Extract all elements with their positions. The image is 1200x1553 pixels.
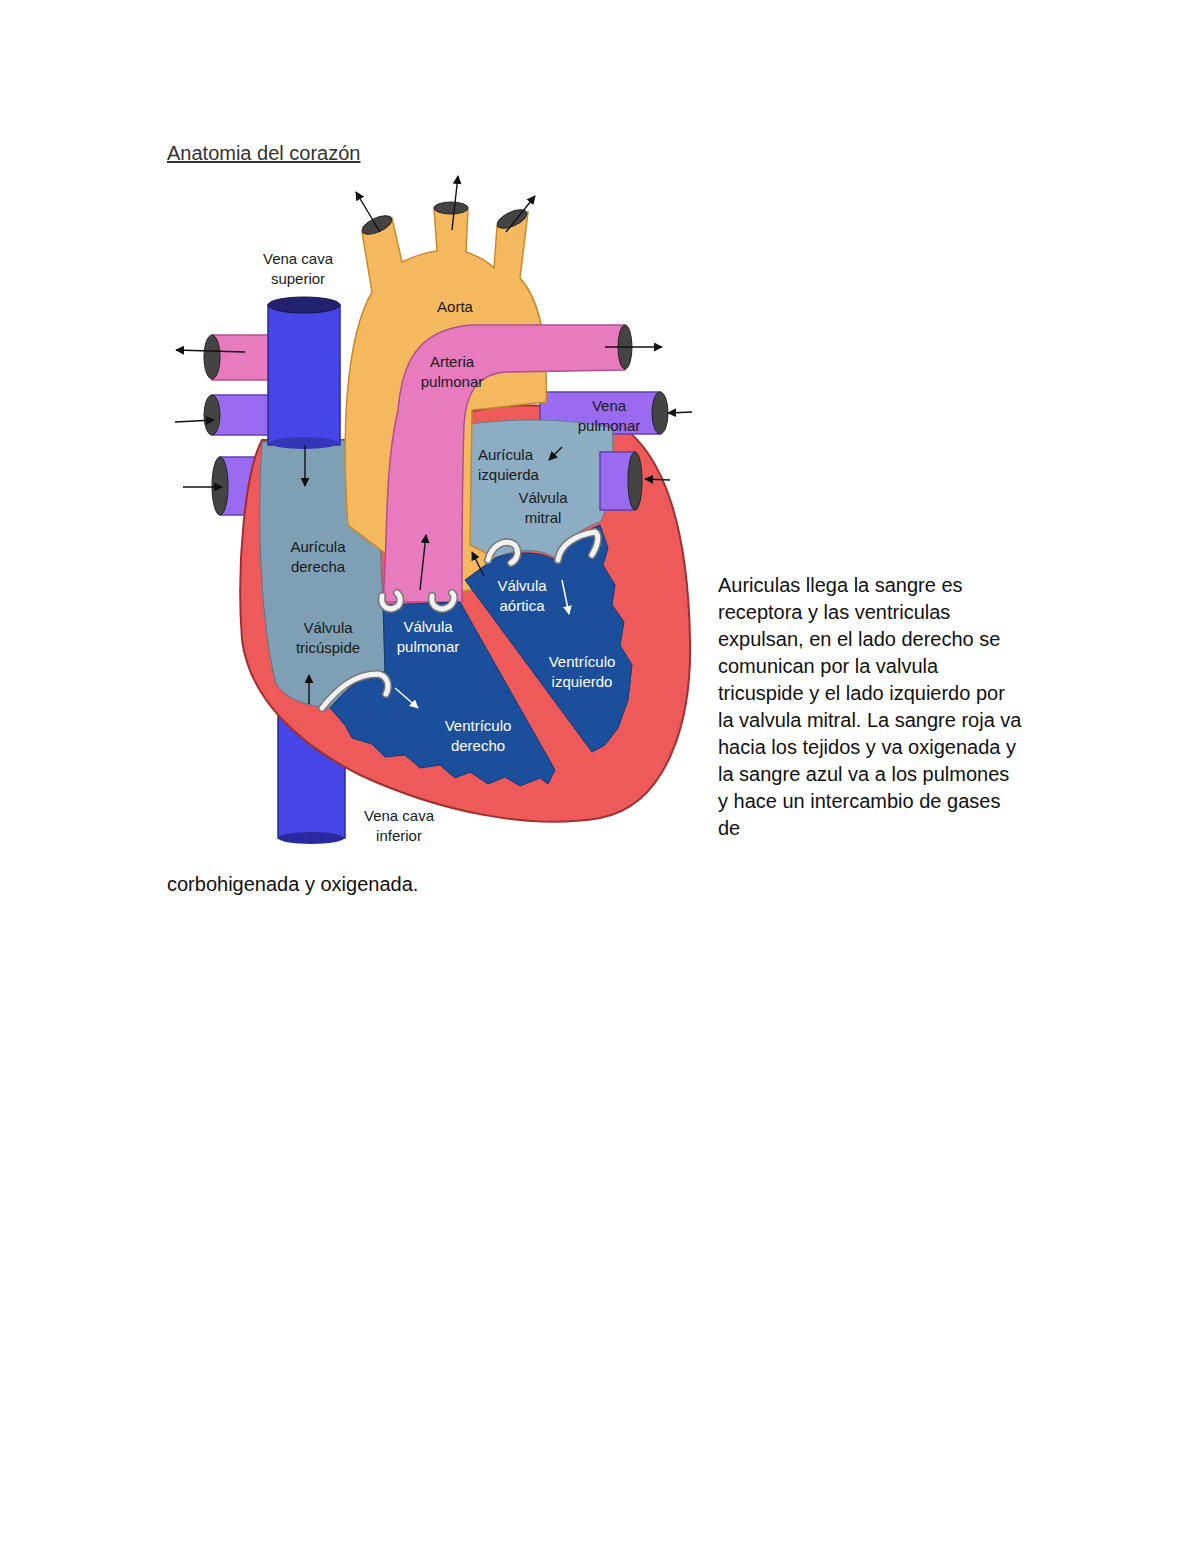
part-label: Ventrículo derecho xyxy=(436,716,520,756)
tricuspid-valve xyxy=(322,674,388,708)
vessel-cap xyxy=(204,335,220,379)
part-label: Válvula aórtica xyxy=(487,576,557,616)
right-ventricle xyxy=(330,602,555,786)
part-label: Arteria pulmonar xyxy=(413,352,491,392)
flow-arrow xyxy=(308,675,309,704)
part-label: Válvula mitral xyxy=(508,488,578,528)
part-label: Vena pulmonar xyxy=(573,396,645,436)
part-label: Vena cava inferior xyxy=(354,806,444,846)
part-label: Vena cava superior xyxy=(253,249,343,289)
pulmonary-valve xyxy=(432,593,454,609)
vessel-opening xyxy=(270,437,338,449)
part-label: Aorta xyxy=(425,297,485,317)
flow-arrow xyxy=(605,346,662,347)
flow-arrow xyxy=(175,420,214,422)
part-label: Aurícula derecha xyxy=(278,537,358,577)
flow-arrow xyxy=(395,688,418,708)
vessel-cap xyxy=(212,457,228,515)
flow-arrow xyxy=(304,445,305,486)
part-label: Válvula tricúspide xyxy=(288,618,368,658)
flow-arrow xyxy=(176,350,245,352)
flow-arrow xyxy=(420,535,426,590)
mitral-valve xyxy=(558,532,598,560)
pulmonary-valve xyxy=(382,593,400,609)
mitral-valve xyxy=(488,542,518,563)
vessel-cap xyxy=(268,297,340,313)
flow-arrow xyxy=(472,552,484,576)
part-label: Aurícula izquierda xyxy=(478,445,558,485)
flow-arrow xyxy=(562,580,569,614)
page-title: Anatomia del corazón xyxy=(167,140,587,166)
mitral-valve xyxy=(488,542,518,563)
flow-arrow xyxy=(506,196,535,232)
body-text: Auriculas llega la sangre es receptora y… xyxy=(718,572,1024,842)
pulmonary-valve xyxy=(382,593,400,609)
vessel-cap xyxy=(360,212,395,238)
mitral-valve xyxy=(558,532,598,560)
vessel-cap xyxy=(628,452,642,510)
vessel-cap xyxy=(204,395,220,435)
vessel-cap xyxy=(278,832,344,844)
body-text: corbohigenada y oxigenada. xyxy=(167,871,587,898)
pulmonary-valve xyxy=(432,593,454,609)
tricuspid-valve xyxy=(322,674,388,708)
flow-arrow xyxy=(356,192,380,232)
flow-arrow xyxy=(668,412,692,413)
flow-arrows xyxy=(175,176,692,704)
part-label: Ventrículo izquierdo xyxy=(540,652,624,692)
part-label: Válvula pulmonar xyxy=(388,617,468,657)
flow-arrow xyxy=(549,447,562,460)
vessel-cap xyxy=(434,202,468,214)
flow-arrow xyxy=(452,176,458,230)
flow-arrow xyxy=(183,486,222,487)
vena-cava-superior xyxy=(268,305,340,445)
vessel-cap xyxy=(652,392,668,434)
flow-arrow xyxy=(645,479,670,480)
